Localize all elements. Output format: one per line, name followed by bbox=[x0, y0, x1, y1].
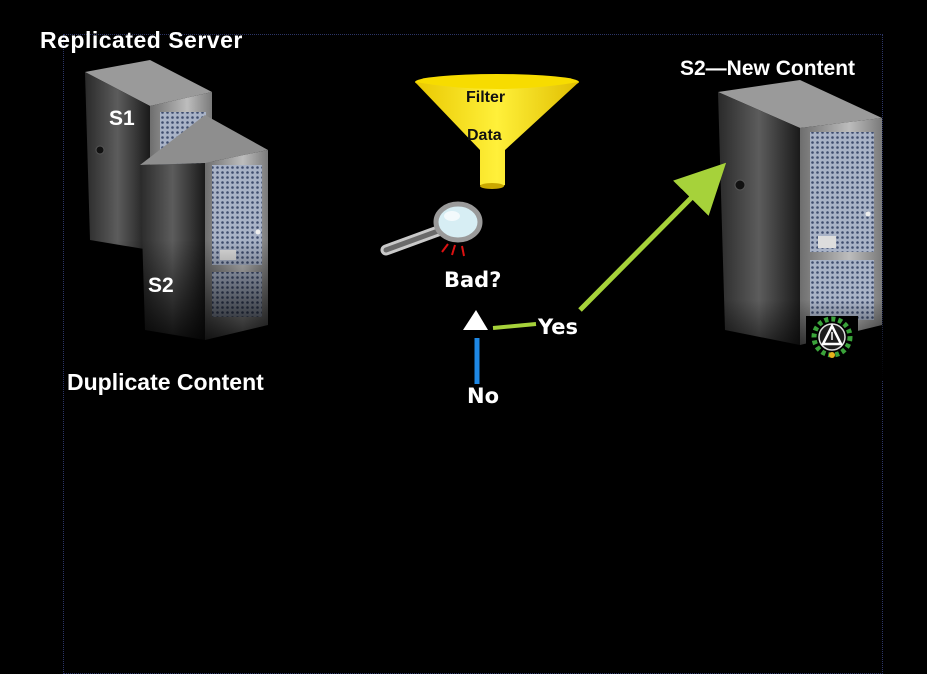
server-reflection bbox=[80, 240, 280, 360]
decision-no-label: No bbox=[467, 384, 500, 408]
funnel-icon bbox=[415, 74, 579, 189]
diagram-canvas bbox=[80, 60, 892, 384]
magnifying-glass-icon bbox=[380, 201, 483, 257]
new-content-title: S2—New Content bbox=[680, 57, 856, 80]
warning-laurel-badge-icon bbox=[806, 316, 858, 360]
duplicate-content-caption: Duplicate Content bbox=[67, 369, 264, 395]
funnel-label-filter: Filter bbox=[466, 89, 506, 106]
server-reflection-right bbox=[712, 300, 892, 380]
server-s2-label: S2 bbox=[148, 274, 174, 297]
server-s1-label: S1 bbox=[109, 107, 135, 130]
funnel-label-data: Data bbox=[467, 127, 502, 144]
server-new-content-icon bbox=[718, 80, 882, 345]
decision-triangle-icon bbox=[463, 310, 488, 330]
decision-yes-label: Yes bbox=[538, 315, 579, 339]
decision-question: Bad? bbox=[444, 268, 502, 292]
replicated-server-title: Replicated Server bbox=[40, 27, 243, 53]
yes-arrow bbox=[578, 162, 727, 312]
yes-connector bbox=[492, 322, 537, 330]
